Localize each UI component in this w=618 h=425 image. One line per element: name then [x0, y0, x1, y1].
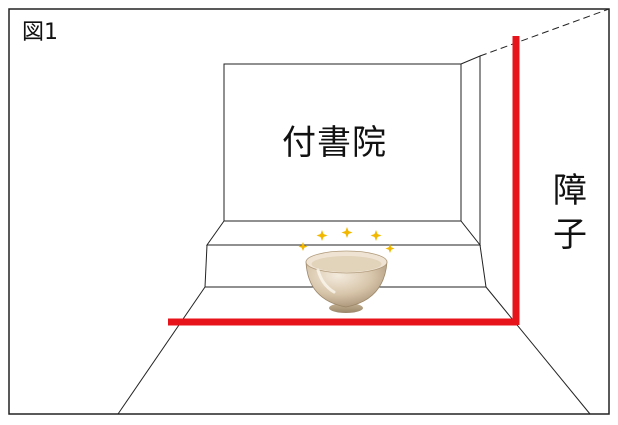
tea-bowl-icon	[305, 250, 388, 313]
floor-left-line	[117, 286, 206, 415]
sparkle-icon	[298, 227, 395, 253]
tsukeshoin-panel	[223, 63, 462, 222]
desk-front-right	[479, 244, 487, 288]
ceiling-dashed-line	[479, 8, 610, 57]
alcove-side-wall	[460, 55, 481, 245]
tsukeshoin-label: 付書院	[282, 123, 387, 163]
figure-label: 図1	[22, 20, 58, 45]
desk-front-left	[204, 244, 208, 288]
shoji-label: 障子	[553, 171, 587, 255]
floor-right-line	[485, 286, 591, 415]
